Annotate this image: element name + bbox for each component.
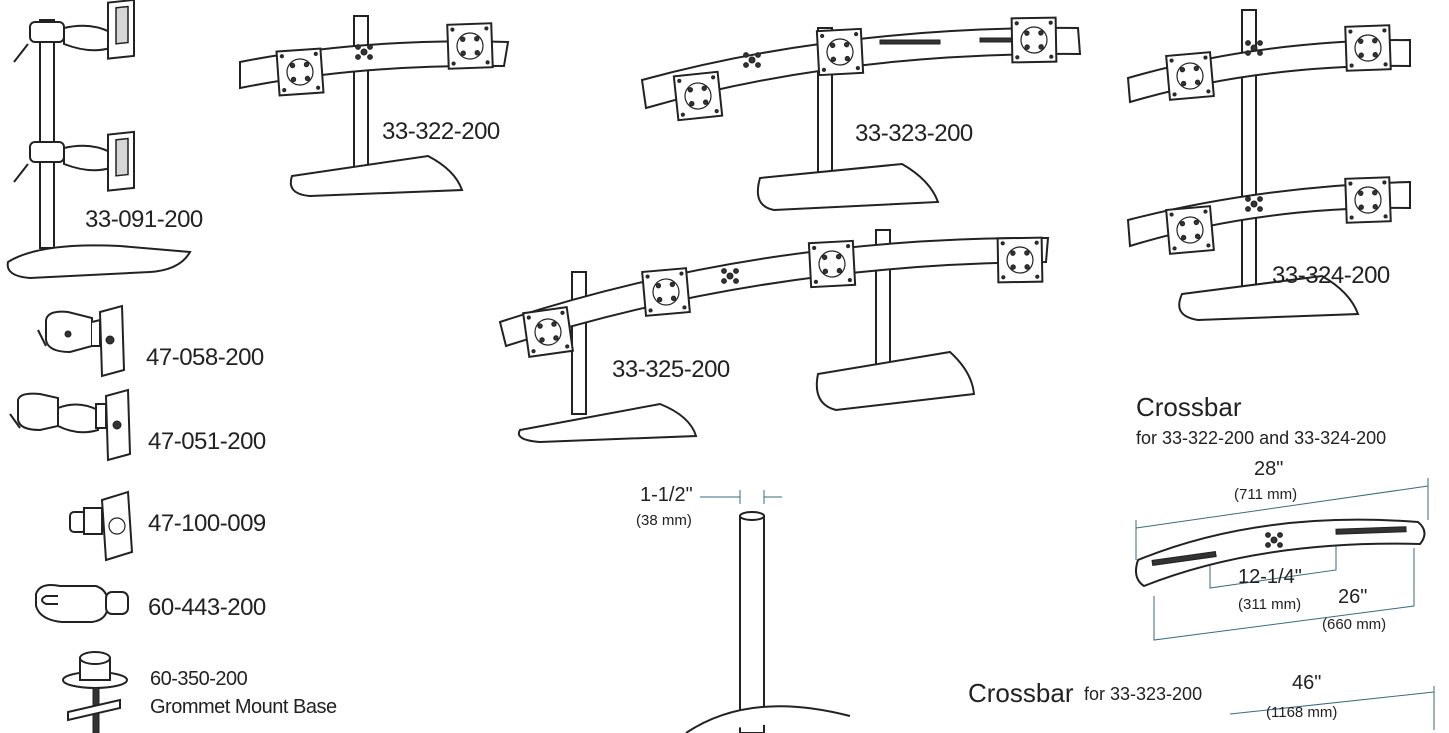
- label-33-324-200: 33-324-200: [1272, 262, 1390, 289]
- label-47-058-200: 47-058-200: [146, 344, 264, 371]
- crossbar-2-drawing: [1229, 686, 1435, 730]
- crossbar-1-subtitle: for 33-322-200 and 33-324-200: [1136, 428, 1387, 448]
- crossbar-1-drawing: [1135, 478, 1429, 641]
- label-47-100-009: 47-100-009: [148, 510, 266, 537]
- label-33-323-200: 33-323-200: [855, 120, 973, 147]
- crossbar-1-inner-mm: (311 mm): [1238, 596, 1302, 613]
- crossbar-1-title: Crossbar: [1136, 392, 1242, 422]
- crossbar-2-subtitle: for 33-323-200: [1084, 684, 1203, 704]
- clamp-60-443-200-drawing: [35, 584, 129, 623]
- label-33-091-200: 33-091-200: [85, 206, 203, 233]
- arm-47-051-200-drawing: [9, 388, 132, 462]
- label-60-443-200: 60-443-200: [148, 594, 266, 621]
- label-33-322-200: 33-322-200: [382, 118, 500, 145]
- crossbar-2-overall-mm: (1168 mm): [1266, 704, 1338, 721]
- arm-47-058-200-drawing: [37, 304, 126, 378]
- stand-33-323-200-drawing: [640, 16, 1082, 212]
- crossbar-1-overall-mm: (711 mm): [1234, 486, 1298, 503]
- label-grommet-mount-base: Grommet Mount Base: [150, 696, 337, 718]
- label-60-350-200: 60-350-200: [150, 668, 248, 690]
- crossbar-2-title: Crossbar: [968, 678, 1074, 708]
- stand-33-325-200-drawing: [498, 229, 1050, 444]
- adapter-47-100-009-drawing: [69, 490, 134, 562]
- pole-diameter: 1-1/2": [640, 484, 693, 506]
- label-47-051-200: 47-051-200: [148, 428, 266, 455]
- stand-33-322-200-drawing: [239, 15, 510, 198]
- crossbar-1-inner: 12-1/4": [1238, 566, 1302, 588]
- crossbar-1-mid-mm: (660 mm): [1322, 616, 1387, 633]
- crossbar-1-overall: 28": [1254, 458, 1284, 480]
- crossbar-2-overall: 46": [1292, 672, 1322, 694]
- stand-33-091-200-drawing: [6, 0, 192, 280]
- grommet-60-350-200-drawing: [62, 651, 128, 733]
- stand-33-324-200-drawing: [1126, 9, 1411, 322]
- label-33-325-200: 33-325-200: [612, 356, 730, 383]
- pole-drawing: [685, 490, 851, 733]
- crossbar-1-mid: 26": [1338, 586, 1368, 608]
- pole-diameter-mm: (38 mm): [636, 512, 692, 529]
